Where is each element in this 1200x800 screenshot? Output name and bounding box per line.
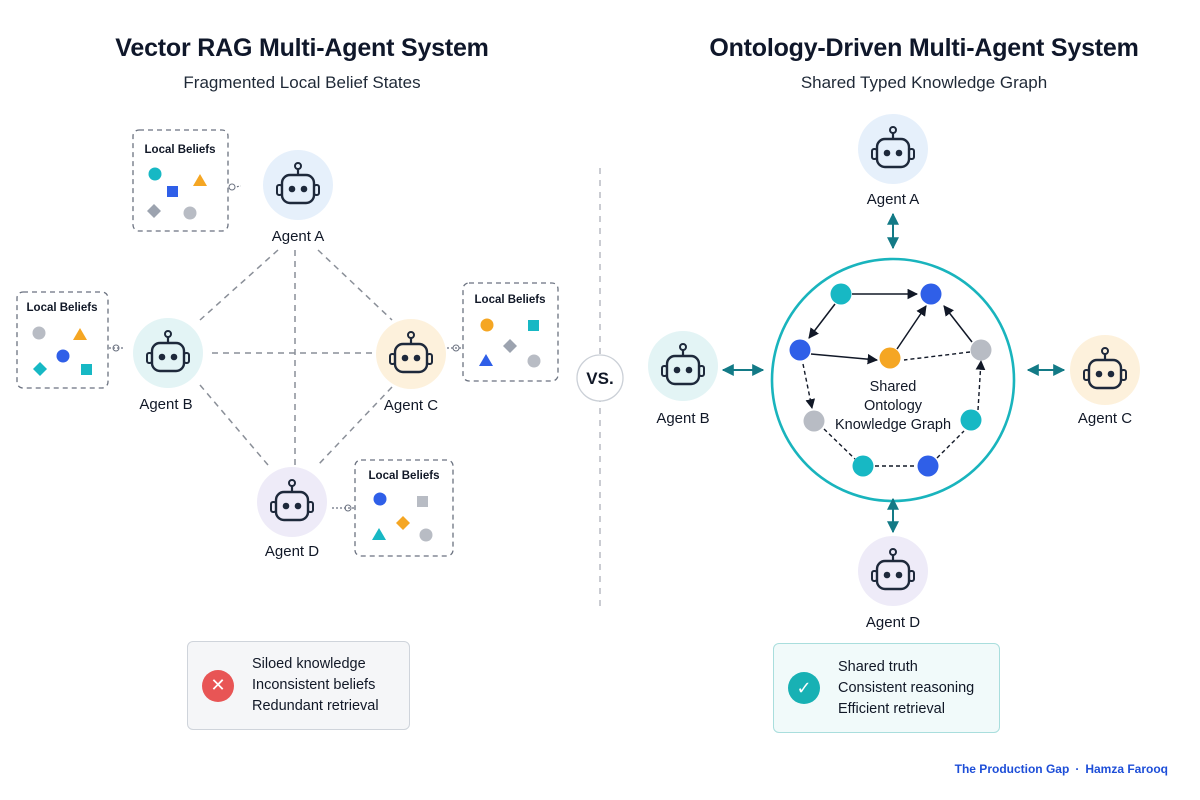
summary-item: Efficient retrieval <box>838 700 945 717</box>
agent-label: Agent C <box>384 397 438 414</box>
footer-credit: The Production Gap · Hamza Farooq <box>955 762 1168 776</box>
agent-label: Agent A <box>272 228 325 245</box>
x-icon: ✕ <box>202 669 234 702</box>
left-agent-c: Agent C <box>376 319 446 414</box>
left-subtitle: Fragmented Local Belief States <box>183 73 421 92</box>
graph-node <box>803 410 825 432</box>
graph-center-line-3: Knowledge Graph <box>835 417 951 433</box>
summary-item: Shared truth <box>838 658 918 675</box>
right-agent-c: Agent C <box>1070 335 1140 427</box>
graph-node <box>917 455 939 477</box>
mesh-line-b-d <box>199 384 269 466</box>
right-subtitle: Shared Typed Knowledge Graph <box>800 73 1048 92</box>
right-agent-a: Agent A <box>858 114 928 208</box>
agent-label: Agent D <box>265 543 319 560</box>
graph-node <box>970 339 992 361</box>
left-agent-b: Agent B <box>133 318 203 413</box>
local-beliefs-label: Local Beliefs <box>27 302 98 314</box>
agent-label: Agent A <box>867 191 920 208</box>
summary-item: Redundant retrieval <box>252 698 379 714</box>
right-summary-list: Shared truth Consistent reasoning Effici… <box>838 657 974 720</box>
graph-node <box>830 283 852 305</box>
vs-label: VS. <box>586 369 613 388</box>
graph-node <box>879 347 901 369</box>
graph-center-line-1: Shared <box>870 379 917 395</box>
left-agent-d: Agent D <box>257 467 327 560</box>
left-summary-box: ✕ Siloed knowledge Inconsistent beliefs … <box>187 641 410 730</box>
graph-node <box>960 409 982 431</box>
summary-item: Consistent reasoning <box>838 679 975 696</box>
right-agent-b: Agent B <box>648 331 718 427</box>
left-agent-mesh <box>199 249 393 466</box>
mesh-line-c-d <box>317 386 393 466</box>
vs-badge: VS. <box>576 354 624 402</box>
left-title: Vector RAG Multi-Agent System <box>115 34 489 62</box>
local-beliefs-label: Local Beliefs <box>475 294 546 306</box>
agent-label: Agent D <box>866 614 920 631</box>
local-beliefs-box-b: Local Beliefs <box>16 291 124 389</box>
right-agent-d: Agent D <box>858 536 928 631</box>
left-summary-list: Siloed knowledge Inconsistent beliefs Re… <box>252 654 379 717</box>
local-beliefs-box-a: Local Beliefs <box>132 129 242 232</box>
graph-node <box>920 283 942 305</box>
footer-brand: The Production Gap <box>954 762 1070 776</box>
right-summary-box: ✓ Shared truth Consistent reasoning Effi… <box>773 643 1000 733</box>
check-icon: ✓ <box>788 672 820 704</box>
local-beliefs-box-c: Local Beliefs <box>447 282 559 382</box>
agent-label: Agent B <box>139 396 192 413</box>
local-beliefs-box-d: Local Beliefs <box>332 459 454 557</box>
footer-separator: · <box>1075 762 1080 776</box>
agent-graph-links <box>721 212 1066 534</box>
footer-author: Hamza Farooq <box>1085 762 1168 776</box>
left-agent-a: Agent A <box>263 150 333 245</box>
shared-knowledge-graph: Shared Ontology Knowledge Graph <box>770 257 1016 503</box>
mesh-line-a-c <box>317 249 393 321</box>
mesh-line-a-b <box>199 249 279 321</box>
summary-item: Inconsistent beliefs <box>252 677 376 693</box>
agent-label: Agent C <box>1078 410 1132 427</box>
graph-node <box>789 339 811 361</box>
summary-item: Siloed knowledge <box>252 656 366 672</box>
local-beliefs-label: Local Beliefs <box>145 144 216 156</box>
agent-label: Agent B <box>656 410 709 427</box>
graph-node <box>852 455 874 477</box>
graph-center-line-2: Ontology <box>864 398 923 414</box>
right-title: Ontology-Driven Multi-Agent System <box>709 34 1139 62</box>
local-beliefs-label: Local Beliefs <box>369 470 440 482</box>
